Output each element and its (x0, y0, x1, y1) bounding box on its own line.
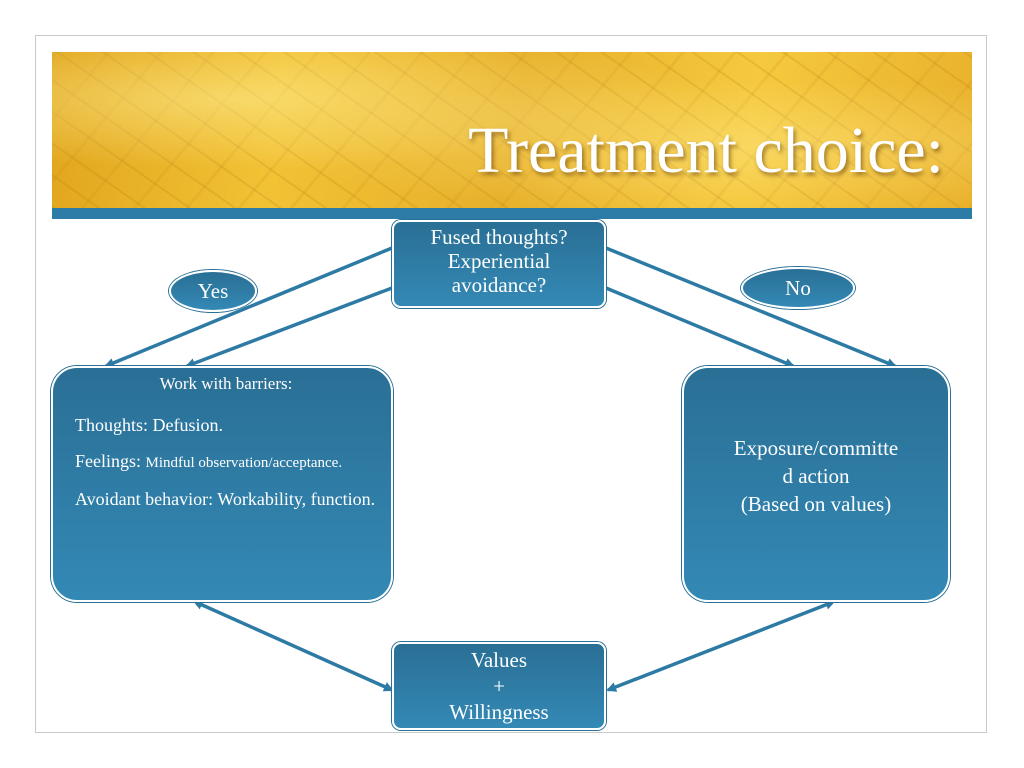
arrow-barriers-values (192, 600, 394, 692)
arrow-no-inner (605, 286, 795, 368)
yes-label: Yes (169, 270, 257, 312)
barrier-feelings: Feelings: Mindful observation/acceptance… (75, 450, 377, 474)
values-line-1: Values (471, 648, 527, 672)
exposure-line-1: Exposure/committe (733, 436, 899, 460)
values-line-2: + (493, 674, 505, 698)
barrier-thoughts: Thoughts: Defusion. (75, 415, 223, 435)
arrow-yes-inner (185, 286, 393, 368)
exposure-node: Exposure/committe d action (Based on val… (682, 366, 950, 602)
slide-title: Treatment choice: (468, 114, 944, 187)
values-line-3: Willingness (449, 700, 549, 724)
arrow-no-outer (605, 246, 897, 368)
no-label: No (741, 267, 855, 309)
title-banner-texture (52, 52, 972, 208)
exposure-line-2: d action (782, 464, 850, 488)
exposure-line-3: (Based on values) (740, 492, 892, 516)
barrier-feelings-label: Feelings: (75, 451, 146, 471)
question-line-1: Fused thoughts? (430, 225, 568, 249)
arrow-yes-outer (104, 246, 393, 368)
question-line-3: avoidance? (451, 273, 547, 297)
values-node: Values + Willingness (392, 642, 606, 730)
barrier-behavior: Avoidant behavior: Workability, function… (75, 489, 376, 509)
question-node: Fused thoughts? Experiential avoidance? (392, 220, 606, 308)
title-underline-bar (52, 208, 972, 219)
arrow-exposure-values (606, 600, 836, 692)
barriers-title: Work with barriers: (159, 374, 293, 393)
question-line-2: Experiential (447, 249, 551, 273)
barriers-node: Work with barriers: Thoughts: Defusion. … (51, 366, 393, 602)
barrier-feelings-detail: Mindful observation/acceptance. (145, 455, 343, 471)
